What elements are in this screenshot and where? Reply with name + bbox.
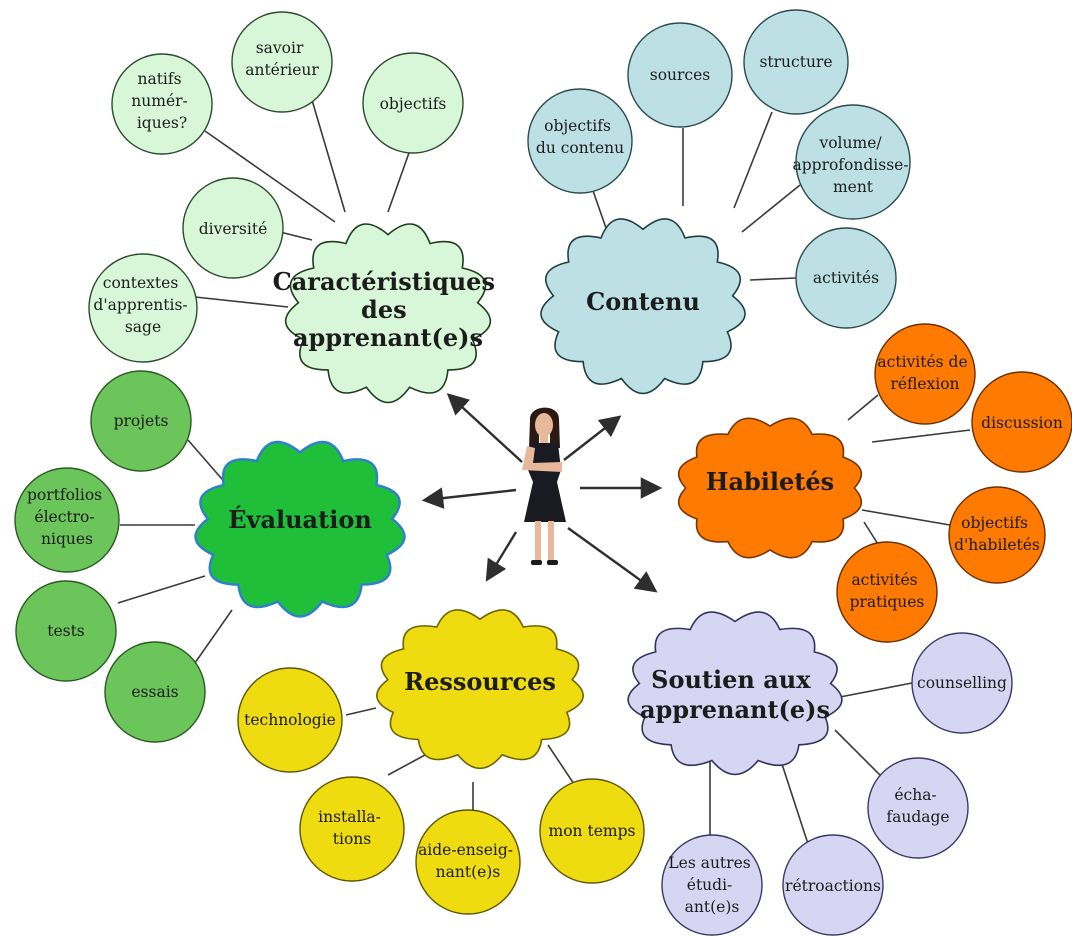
cloud-habiletes [677, 417, 863, 559]
leaf-contextes: contextes d'apprentis- sage [88, 253, 198, 363]
person-arms [522, 446, 562, 472]
svg-text:discussion: discussion [981, 414, 1063, 432]
leaves-contenu: sources structure objectifs du contenu v… [527, 9, 913, 329]
person-shoe-right [547, 560, 558, 565]
leaf-essais: essais [104, 641, 206, 743]
leaf-structure: structure [743, 9, 849, 115]
leaf-counselling: counselling [911, 632, 1013, 734]
leaf-volume: volume/ approfondisse- ment [792, 104, 913, 220]
arrow-to-evaluation [421, 487, 517, 509]
leaf-retroactions: rétroactions [782, 834, 884, 936]
hub-habiletes: Habiletés [677, 417, 863, 559]
hub-label-contenu: Contenu [586, 287, 700, 316]
leaf-autres-etudiants: Les autres étudi- ant(e)s [661, 834, 763, 936]
svg-text:rétroactions: rétroactions [785, 877, 881, 895]
leaf-installations: installa- tions [299, 776, 405, 882]
svg-text:activités de réflexion: activités de réflexion [877, 353, 972, 393]
hub-label-soutien: Soutien aux apprenant(e)s [640, 665, 830, 724]
svg-text:Les autres étudi-: Les autres étudi- ant(e)s [668, 854, 755, 916]
hub-label-caracteristiques: Caractéristiques des apprenant(e)s [273, 267, 504, 352]
svg-text:activités pratiques: activités pratiques [850, 571, 925, 611]
leaf-objectifs-contenu: objectifs du contenu [527, 88, 633, 194]
hub-evaluation: Évaluation [194, 440, 406, 618]
svg-text:objectifs d'habiletés: objectifs d'habiletés [954, 514, 1040, 554]
hub-caracteristiques: Caractéristiques des apprenant(e)s [273, 223, 504, 404]
leaves-habiletes: activités de réflexion discussion object… [836, 323, 1072, 643]
svg-text:volume/ approfondisse-: volume/ approfondisse- ment [792, 134, 913, 196]
hub-soutien: Soutien aux apprenant(e)s [627, 611, 843, 776]
hub-label-ressources: Ressources [404, 667, 556, 696]
svg-text:structure: structure [759, 53, 832, 71]
person-leg-right [548, 521, 554, 561]
leaf-echafaudage: écha- faudage [867, 757, 969, 859]
arrows [421, 393, 663, 593]
cloud-soutien [627, 611, 843, 776]
arrow-to-ressources [485, 531, 518, 582]
hub-ressources: Ressources [376, 609, 584, 770]
cloud-evaluation [194, 440, 406, 618]
leaf-objectifs-habiletes: objectifs d'habiletés [948, 486, 1046, 584]
person-leg-left [535, 521, 541, 561]
svg-text:savoir antérieur: savoir antérieur [245, 39, 319, 79]
svg-text:objectifs: objectifs [380, 95, 447, 113]
svg-text:counselling: counselling [917, 674, 1007, 692]
svg-text:diversité: diversité [199, 220, 268, 238]
leaf-sources: sources [627, 22, 733, 128]
leaf-activites-contenu: activités [795, 227, 897, 329]
leaf-portfolios: portfolios électro- niques [14, 467, 120, 573]
leaf-savoir-anterieur: savoir antérieur [231, 11, 333, 113]
svg-text:écha- faudage: écha- faudage [886, 786, 949, 826]
leaf-natifs-numeriques: natifs numér- iques? [111, 53, 213, 155]
arrow-to-soutien [567, 527, 658, 593]
cloud-contenu [540, 218, 746, 395]
leaves-ressources: technologie installa- tions aide-enseig-… [237, 667, 645, 915]
leaf-activites-pratiques: activités pratiques [836, 541, 938, 643]
svg-text:portfolios électro-: portfolios électro- niques [27, 486, 107, 548]
hub-label-evaluation: Évaluation [228, 505, 372, 534]
leaf-objectifs: objectifs [362, 52, 464, 154]
arrow-to-caracteristiques [446, 393, 523, 463]
svg-text:technologie: technologie [244, 711, 336, 729]
svg-text:installa- tions: installa- tions [318, 808, 386, 848]
arrow-to-contenu [563, 415, 622, 461]
svg-text:tests: tests [47, 622, 85, 640]
person-face [535, 413, 553, 437]
svg-text:objectifs du contenu: objectifs du contenu [536, 117, 624, 157]
svg-text:sources: sources [650, 66, 711, 84]
cloud-ressources [376, 609, 584, 770]
person-neck [540, 435, 548, 443]
leaf-aide-enseignants: aide-enseig- nant(e)s [415, 809, 521, 915]
svg-text:natifs numér-: natifs numér- iques? [131, 70, 192, 132]
leaf-technologie: technologie [237, 667, 343, 773]
person-figure [522, 407, 566, 565]
svg-text:mon temps: mon temps [549, 822, 636, 840]
hub-contenu: Contenu [540, 218, 746, 395]
svg-text:projets: projets [114, 412, 169, 430]
leaf-mon-temps: mon temps [539, 778, 645, 884]
leaf-projets: projets [90, 370, 192, 472]
leaves-soutien: counselling écha- faudage rétroactions L… [661, 632, 1013, 936]
svg-text:activités: activités [813, 269, 879, 287]
leaf-discussion: discussion [971, 371, 1072, 473]
svg-text:aide-enseig- nant(e)s: aide-enseig- nant(e)s [418, 841, 518, 881]
leaves-evaluation: projets portfolios électro- niques tests… [14, 370, 206, 743]
leaves-caracteristiques: natifs numér- iques? savoir antérieur ob… [88, 11, 464, 363]
leaf-diversite: diversité [182, 177, 284, 279]
leaf-tests: tests [15, 580, 117, 682]
cloud-caracteristiques [284, 223, 492, 404]
person-shoe-left [531, 560, 542, 565]
svg-text:contextes d'apprentis-: contextes d'apprentis- sage [93, 274, 192, 336]
svg-text:essais: essais [131, 683, 178, 701]
hub-label-habiletes: Habiletés [706, 467, 834, 496]
leaf-activites-reflexion: activités de réflexion [874, 323, 976, 425]
